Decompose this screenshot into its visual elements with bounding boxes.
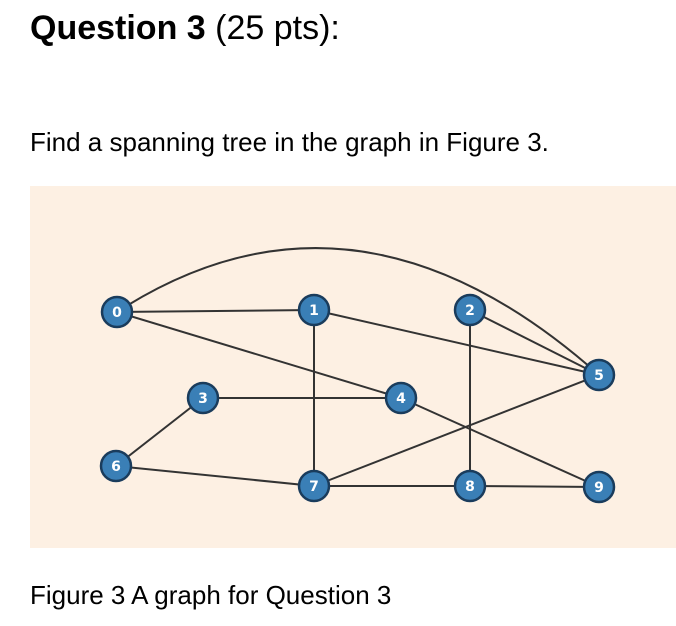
question-heading: Question 3 (25 pts): [30, 6, 340, 50]
graph-node-8: 8 [453, 469, 487, 503]
graph-node-1: 1 [297, 293, 331, 327]
graph-node-circle [453, 293, 487, 327]
graph-node-circle [297, 293, 331, 327]
graph-edge-6-7 [115, 465, 315, 487]
graph-node-label: 5 [594, 368, 604, 384]
graph-node-circle [453, 469, 487, 503]
graph-node-label: 0 [112, 305, 122, 321]
graph-node-5: 5 [582, 358, 616, 392]
graph-edge-0-5 [116, 247, 600, 376]
graph-edge-5-7 [313, 374, 600, 487]
graph-node-label: 2 [465, 303, 475, 319]
graph-node-label: 4 [396, 391, 406, 407]
graph-node-6: 6 [99, 449, 133, 483]
graph-edge-2-5 [469, 309, 600, 376]
graph-node-circle [384, 381, 418, 415]
graph-edge-0-1 [116, 309, 315, 313]
graph-node-0: 0 [100, 295, 134, 329]
question-title: Question 3 [30, 9, 206, 47]
graph-node-2: 2 [453, 293, 487, 327]
graph-node-label: 1 [309, 303, 319, 319]
graph-node-label: 6 [111, 459, 121, 475]
graph-node-circle [297, 469, 331, 503]
graph-node-circle [582, 358, 616, 392]
figure-caption: Figure 3 A graph for Question 3 [30, 580, 392, 610]
graph-node-7: 7 [297, 469, 331, 503]
graph-edges [115, 247, 600, 488]
graph-edge-4-9 [400, 397, 600, 488]
graph-node-circle [100, 295, 134, 329]
graph-edge-0-4 [116, 311, 402, 399]
graph-node-9: 9 [582, 470, 616, 504]
graph-node-circle [186, 381, 220, 415]
graph-node-3: 3 [186, 381, 220, 415]
graph-node-label: 3 [198, 391, 208, 407]
graph-node-label: 7 [309, 479, 319, 495]
graph-node-4: 4 [384, 381, 418, 415]
graph-nodes: 0 1 2 3 4 5 6 7 8 9 [99, 293, 616, 504]
graph-node-circle [99, 449, 133, 483]
graph-edge-8-9 [469, 485, 600, 488]
graph-canvas: 0 1 2 3 4 5 6 7 8 9 [99, 247, 616, 504]
graph-figure: 0 1 2 3 4 5 6 7 8 9 [30, 186, 676, 548]
graph-node-label: 9 [594, 480, 604, 496]
graph-node-circle [582, 470, 616, 504]
graph-edge-1-5 [313, 309, 600, 376]
question-prompt: Find a spanning tree in the graph in Fig… [30, 127, 549, 157]
graph-node-label: 8 [465, 479, 475, 495]
graph-edge-3-6 [115, 397, 204, 467]
question-points: (25 pts): [215, 9, 340, 47]
